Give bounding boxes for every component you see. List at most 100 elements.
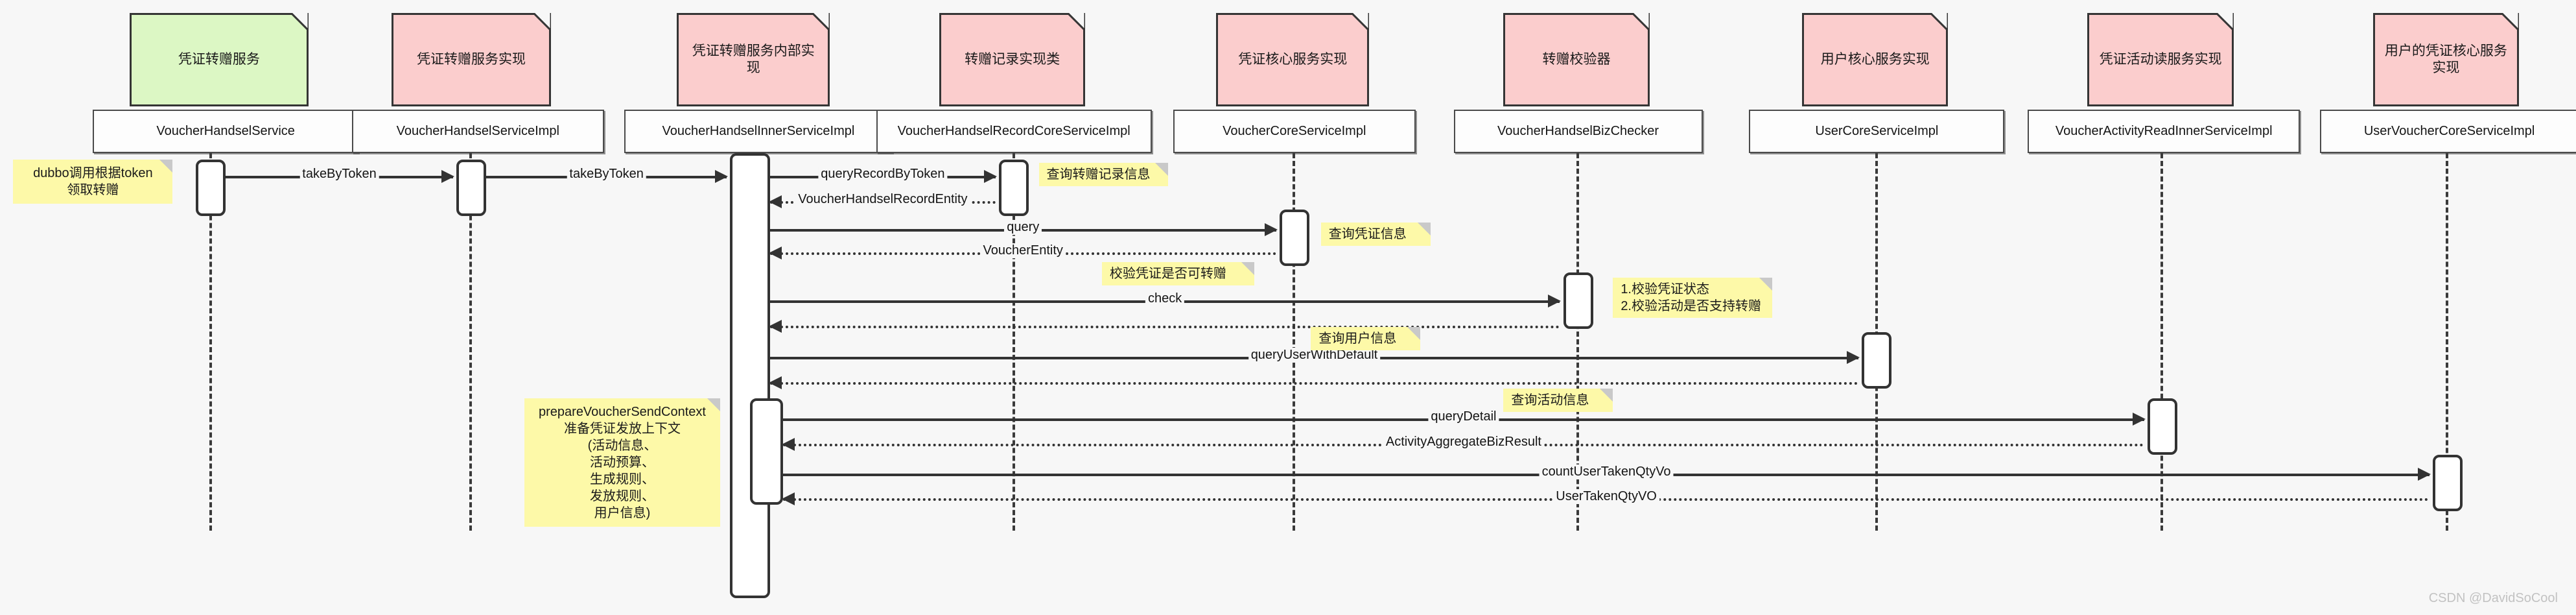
lifeline-header-label: VoucherCoreServiceImpl (1223, 123, 1366, 138)
annotation-note-text: 查询用户信息 (1318, 332, 1397, 346)
participant-note-p8: 用户的凭证核心服务实现 (2372, 12, 2520, 106)
arrow-head-icon (768, 247, 782, 260)
message-label: ActivityAggregateBizResult (1383, 434, 1544, 450)
note-fold-corner-icon (2216, 13, 2234, 30)
message-label: queryRecordByToken (818, 167, 948, 182)
arrow-head-icon (441, 170, 454, 184)
arrow-head-icon (983, 170, 997, 184)
participant-note-p7: 凭证活动读服务实现 (2087, 12, 2235, 106)
arrow-head-icon (768, 376, 782, 389)
note-fold-corner-icon (159, 159, 173, 173)
lifeline-header-label: VoucherHandselServiceImpl (396, 123, 559, 138)
participant-note-label: 用户的凭证核心服务实现 (2384, 43, 2507, 76)
activation-bar-a0 (196, 159, 226, 216)
annotation-note-n7: prepareVoucherSendContext 准备凭证发放上下文 (活动信… (524, 398, 721, 527)
participant-note-label: 凭证核心服务实现 (1238, 52, 1348, 67)
arrow-head-icon (1847, 351, 1860, 365)
lifeline-p8 (2446, 152, 2449, 531)
lifeline-header-VoucherHandselServiceImpl[interactable]: VoucherHandselServiceImpl (351, 109, 604, 153)
note-fold-corner-icon (1417, 223, 1431, 236)
message-label: VoucherHandselRecordEntity (795, 191, 970, 207)
lifeline-header-label: VoucherHandselBizChecker (1497, 123, 1659, 138)
activation-bar-a4 (1279, 209, 1309, 266)
lifeline-header-UserVoucherCoreServiceImpl[interactable]: UserVoucherCoreServiceImpl (2319, 109, 2576, 153)
note-fold-corner-icon (1352, 13, 1369, 30)
activation-bar-a9 (2432, 455, 2463, 512)
annotation-note-n6: 查询活动信息 (1503, 389, 1613, 413)
activation-bar-a5 (1563, 272, 1593, 329)
participant-note-label: 凭证转赠服务 (178, 52, 260, 67)
participant-note-label: 凭证转赠服务内部实现 (692, 43, 815, 76)
annotation-note-n1: 查询转赠记录信息 (1038, 162, 1169, 186)
participant-note-label: 凭证转赠服务实现 (417, 52, 526, 67)
arrow-head-icon (2417, 467, 2431, 481)
note-fold-corner-icon (707, 398, 721, 412)
arrow-head-icon (782, 437, 795, 451)
message-line (769, 381, 1859, 385)
note-fold-line-icon (532, 12, 552, 32)
annotation-note-n5: 查询用户信息 (1311, 327, 1421, 351)
lifeline-header-VoucherCoreServiceImpl[interactable]: VoucherCoreServiceImpl (1173, 109, 1416, 153)
message-label: UserTakenQtyVO (1553, 489, 1659, 504)
annotation-note-text: 查询凭证信息 (1328, 227, 1407, 242)
lifeline-header-label: VoucherActivityReadInnerServiceImpl (2055, 123, 2273, 138)
annotation-note-text: 校验凭证是否可转赠 (1109, 267, 1226, 282)
lifeline-header-label: VoucherHandselInnerServiceImpl (662, 123, 855, 138)
note-fold-corner-icon (1241, 262, 1255, 276)
message-label: takeByToken (299, 167, 379, 182)
arrow-head-icon (1264, 223, 1278, 237)
message-label: queryUserWithDefault (1248, 348, 1381, 363)
participant-note-p5: 转赠校验器 (1503, 12, 1651, 106)
participant-note-label: 用户核心服务实现 (1820, 52, 1930, 67)
note-fold-line-icon (290, 12, 310, 32)
note-fold-line-icon (2215, 12, 2235, 32)
note-fold-line-icon (811, 12, 831, 32)
annotation-note-text: prepareVoucherSendContext 准备凭证发放上下文 (活动信… (539, 405, 706, 521)
lifeline-p7 (2160, 152, 2164, 531)
note-fold-line-icon (1631, 12, 1651, 32)
participant-note-p4: 凭证核心服务实现 (1216, 12, 1370, 106)
arrow-head-icon (768, 195, 782, 208)
annotation-note-text: dubbo调用根据token 领取转赠 (33, 165, 153, 197)
activation-bar-a8 (2147, 398, 2177, 455)
note-fold-corner-icon (1632, 13, 1650, 30)
message-label: VoucherEntity (980, 243, 1066, 259)
message-label: query (1004, 220, 1042, 235)
activation-bar-a3 (999, 159, 1029, 216)
annotation-note-n4: 1.校验凭证状态 2.校验活动是否支持转赠 (1613, 277, 1773, 318)
note-fold-corner-icon (2502, 13, 2520, 30)
participant-note-p1: 凭证转赠服务实现 (392, 12, 552, 106)
arrow-head-icon (1548, 295, 1562, 308)
participant-note-label: 凭证活动读服务实现 (2099, 52, 2222, 67)
lifeline-header-label: UserCoreServiceImpl (1815, 123, 1939, 138)
lifeline-header-VoucherHandselService[interactable]: VoucherHandselService (93, 109, 358, 153)
lifeline-header-VoucherActivityReadInnerServiceImpl[interactable]: VoucherActivityReadInnerServiceImpl (2028, 109, 2301, 153)
note-fold-corner-icon (812, 13, 830, 30)
lifeline-header-label: VoucherHandselService (156, 123, 295, 138)
activation-bar-a7 (750, 398, 784, 505)
lifeline-p3 (1012, 152, 1015, 531)
arrow-head-icon (715, 170, 729, 184)
participant-note-p6: 用户核心服务实现 (1802, 12, 1949, 106)
note-fold-corner-icon (292, 13, 309, 30)
annotation-note-n0: dubbo调用根据token 领取转赠 (13, 159, 173, 204)
arrow-head-icon (768, 319, 782, 333)
arrow-head-icon (782, 492, 795, 505)
lifeline-p1 (469, 152, 473, 531)
lifeline-header-UserCoreServiceImpl[interactable]: UserCoreServiceImpl (1749, 109, 2005, 153)
participant-note-p0: 凭证转赠服务 (129, 12, 310, 106)
activation-bar-a2 (730, 152, 770, 598)
lifeline-header-VoucherHandselBizChecker[interactable]: VoucherHandselBizChecker (1453, 109, 1703, 153)
note-fold-line-icon (1350, 12, 1370, 32)
lifeline-p0 (209, 152, 212, 531)
note-fold-corner-icon (533, 13, 551, 30)
note-fold-corner-icon (1759, 277, 1773, 291)
message-label: check (1145, 291, 1185, 307)
participant-note-p2: 凭证转赠服务内部实现 (677, 12, 831, 106)
note-fold-corner-icon (1407, 327, 1421, 341)
lifeline-p4 (1293, 152, 1296, 531)
lifeline-header-VoucherHandselInnerServiceImpl[interactable]: VoucherHandselInnerServiceImpl (624, 109, 893, 153)
note-fold-corner-icon (1155, 162, 1169, 176)
lifeline-header-VoucherHandselRecordCoreServiceImpl[interactable]: VoucherHandselRecordCoreServiceImpl (876, 109, 1152, 153)
